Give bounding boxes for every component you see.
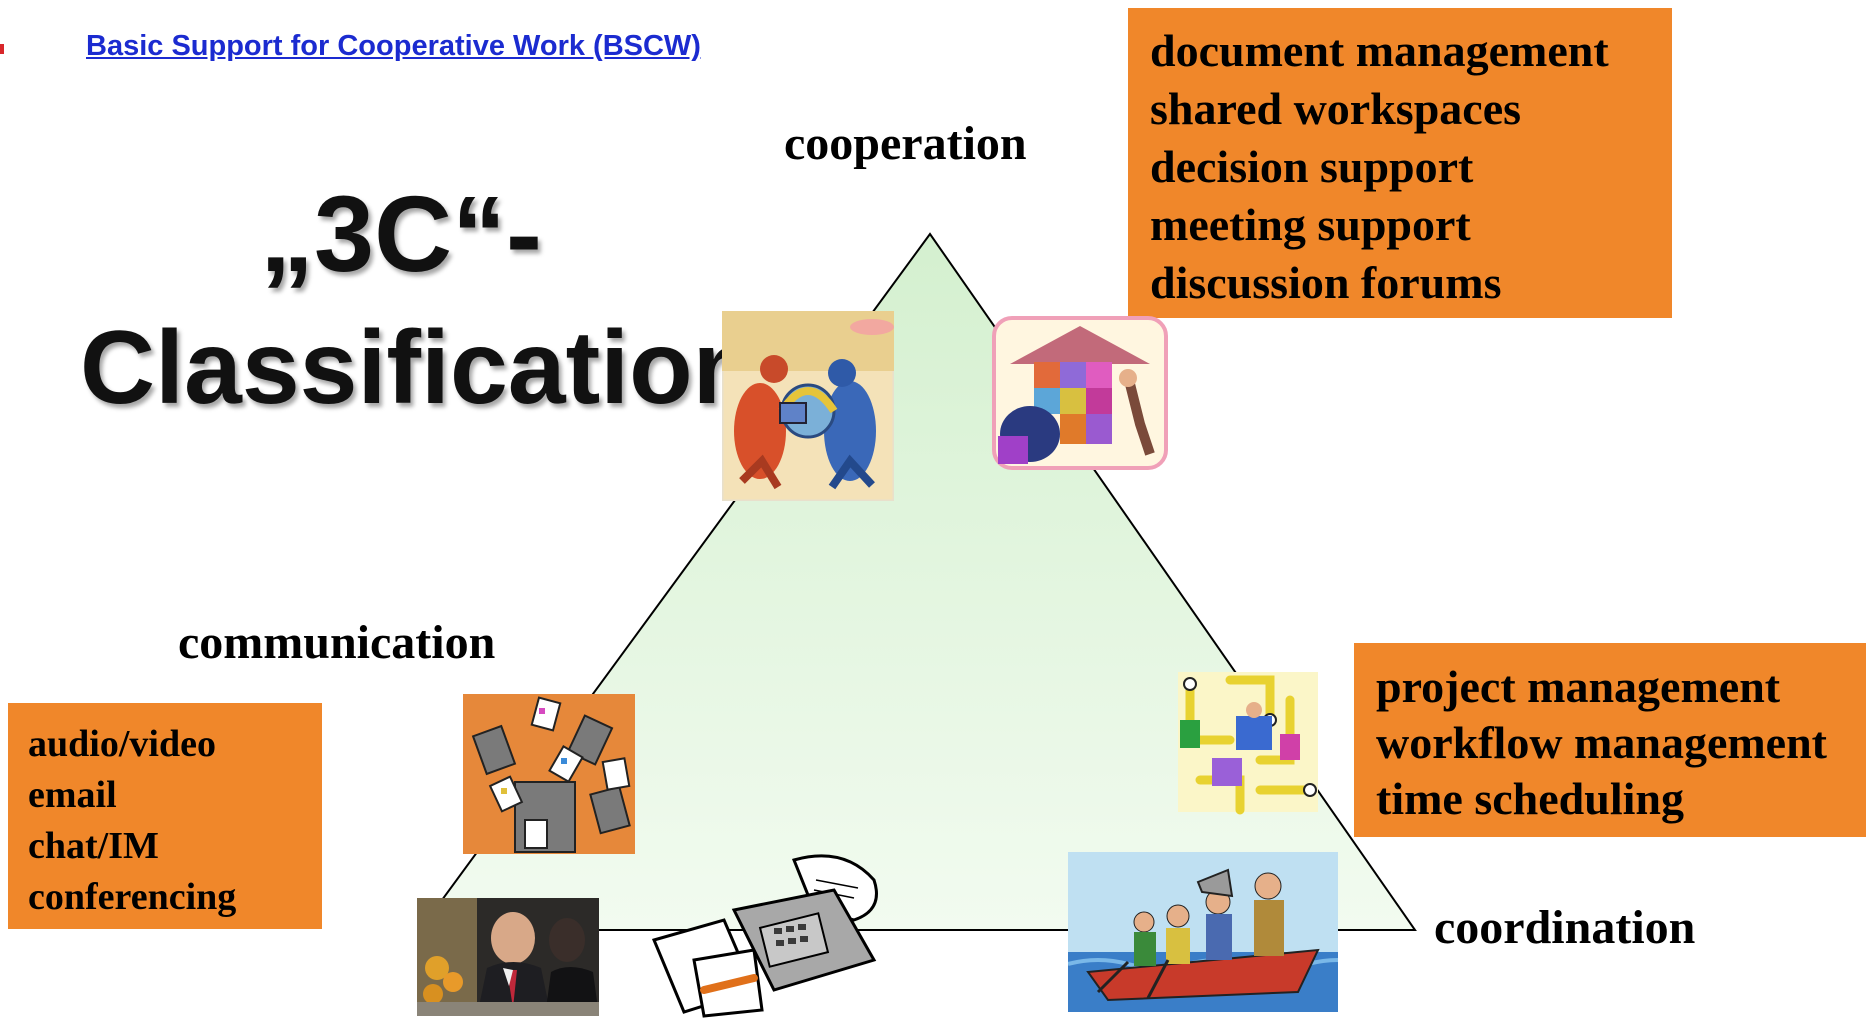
coordination-tool-item: time scheduling — [1376, 773, 1684, 824]
communication-tool-item: chat/IM — [28, 825, 159, 867]
cooperation-tool-item: shared workspaces — [1150, 83, 1522, 134]
teamwork-figures-clipart — [722, 311, 894, 501]
cooperation-tool-item: discussion forums — [1150, 257, 1502, 308]
fax-machine-clipart — [644, 850, 884, 1018]
communication-tool-item: email — [28, 774, 117, 816]
cooperation-tool-item: meeting support — [1150, 199, 1471, 250]
circuit-maze-clipart — [1160, 660, 1326, 818]
communication-tool-item: conferencing — [28, 876, 237, 918]
coordination-tools-box: project management workflow management t… — [1354, 643, 1866, 837]
corner-label-coordination: coordination — [1434, 901, 1696, 954]
heading-line-1: „3C“- — [260, 173, 543, 294]
heading-line-2: Classification — [80, 310, 757, 426]
communication-tool-item: audio/video — [28, 723, 216, 765]
office-paper-chaos-clipart — [455, 690, 643, 858]
slide-edge-mark — [0, 44, 4, 54]
coordination-tool-item: project management — [1376, 661, 1781, 712]
slide-heading: „3C“- Classification — [40, 173, 760, 426]
coordination-tool-item: workflow management — [1376, 717, 1827, 768]
communication-tools-box: audio/video email chat/IM conferencing — [8, 703, 322, 929]
corner-label-cooperation: cooperation — [784, 117, 1027, 170]
bscw-link[interactable]: Basic Support for Cooperative Work (BSCW… — [86, 30, 701, 62]
cooperation-tool-item: document management — [1150, 25, 1609, 76]
cooperation-tools-box: document management shared workspaces de… — [1128, 8, 1672, 318]
cooperation-tool-item: decision support — [1150, 141, 1474, 192]
corner-label-communication: communication — [178, 616, 496, 669]
triangle-shape — [418, 232, 1417, 931]
rowing-boat-clipart — [1068, 852, 1338, 1012]
business-phone-photo — [417, 898, 599, 1016]
puzzle-house-clipart — [990, 314, 1170, 476]
